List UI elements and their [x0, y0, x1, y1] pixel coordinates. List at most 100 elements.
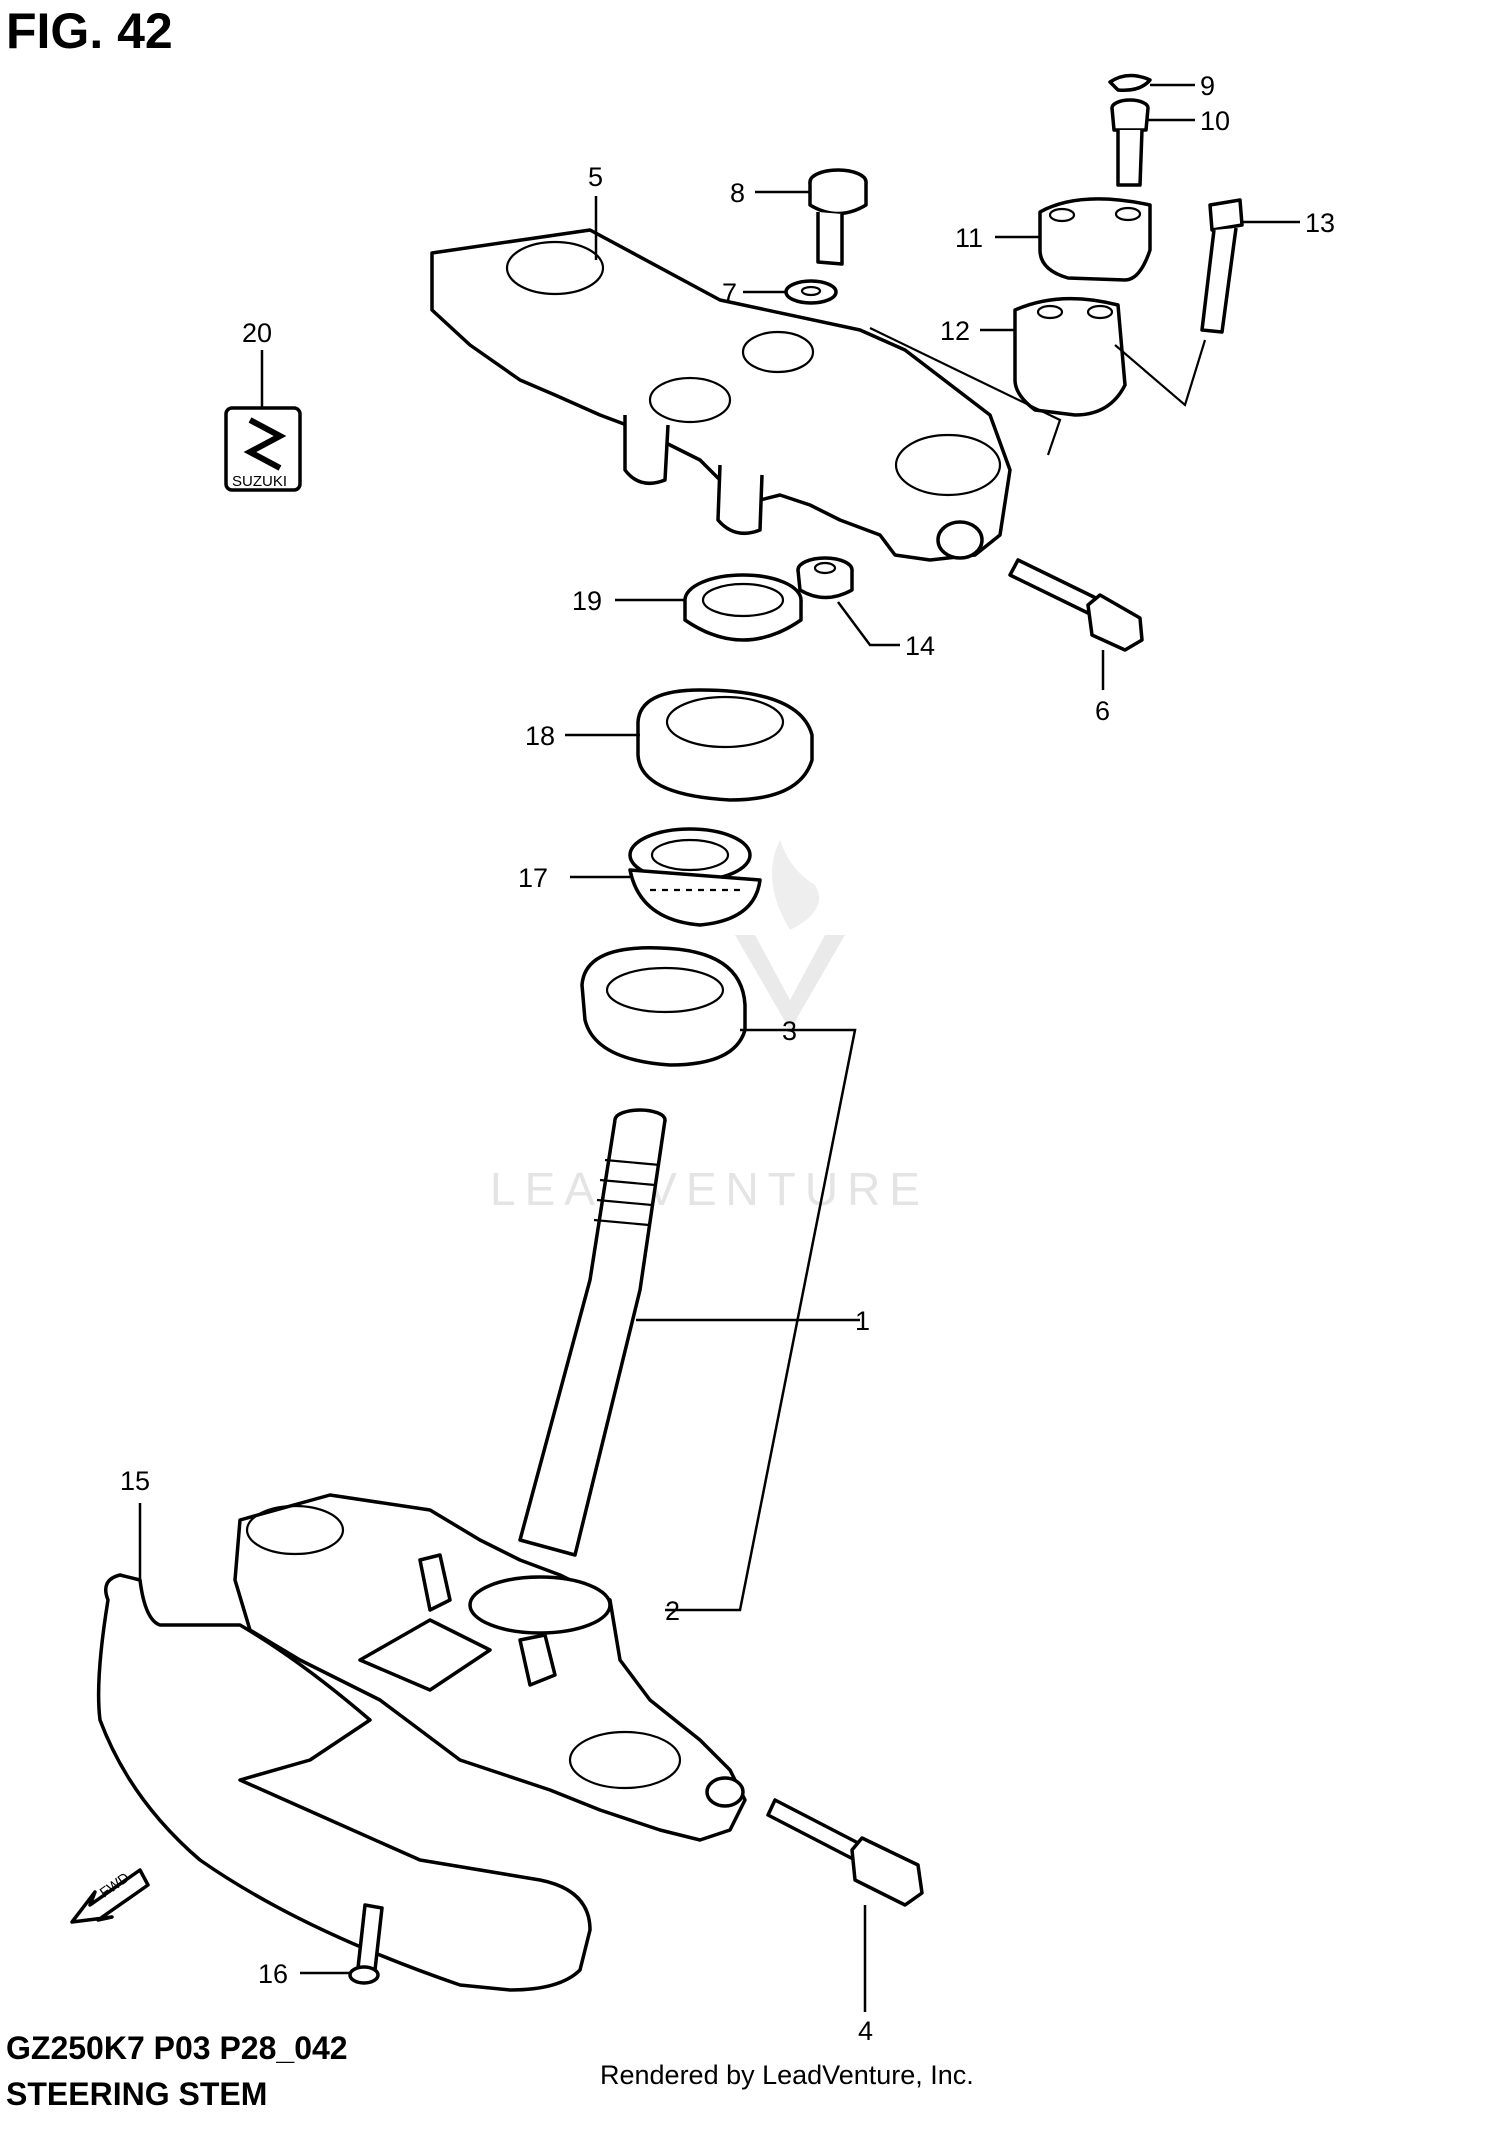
figure-title: FIG. 42 — [6, 3, 173, 59]
part-17-bearing — [628, 827, 762, 927]
callout-20: 20 — [242, 318, 272, 348]
leadventure-watermark: LEADVENTURE — [490, 840, 929, 1215]
left-fork-hole — [505, 240, 605, 296]
dust-seal-18-bore — [665, 695, 785, 749]
center-boss — [741, 330, 815, 374]
part-7-washer — [784, 279, 838, 305]
callout-7: 7 — [722, 278, 737, 308]
screw-16-head — [348, 1965, 380, 1985]
stem-hole — [648, 376, 732, 424]
part-12-lower-holder — [1013, 296, 1127, 417]
callout-6: 6 — [1095, 696, 1110, 726]
part-9-cap — [1108, 73, 1152, 93]
part-10-bolt — [1110, 98, 1150, 187]
lower-lug-right — [518, 1633, 557, 1687]
fwd-arrow-icon — [70, 1868, 150, 1924]
callout-2: 2 — [665, 1596, 680, 1626]
callout-11: 11 — [955, 223, 983, 253]
part-16-screw — [348, 1903, 384, 1985]
callout-labels: 1 2 3 4 5 6 7 8 9 10 11 12 13 14 15 16 1… — [120, 71, 1335, 2046]
model-code: GZ250K7 P03 P28_042 — [6, 2030, 348, 2066]
callout-15: 15 — [120, 1466, 150, 1496]
pinch-bolt-hole — [936, 520, 984, 560]
lower-holder-body — [1013, 296, 1127, 417]
callout-12: 12 — [940, 316, 970, 346]
lock-nut-19-side — [683, 600, 803, 642]
upper-holder-hole-left — [1048, 207, 1076, 223]
leader-14 — [836, 601, 900, 647]
dust-seal-18-body — [636, 688, 814, 802]
stem-threads — [593, 1158, 661, 1227]
assembly-line-holder — [869, 327, 1062, 456]
bolt-10-collar — [1110, 107, 1150, 132]
watermark-text: LEADVENTURE — [490, 1163, 929, 1215]
lower-pinch-bolt-hole — [705, 1776, 745, 1808]
part-20-emblem: SUZUKI — [224, 406, 302, 492]
leader-lines — [138, 83, 1300, 2012]
washer-7 — [784, 279, 838, 305]
callout-1: 1 — [855, 1306, 870, 1336]
bearing-3-body — [580, 946, 747, 1067]
part-15-cover — [96, 1573, 592, 1992]
bolt-13-head — [1208, 198, 1244, 232]
lower-right-fork-hole — [568, 1730, 682, 1790]
nut-14-hole — [813, 561, 837, 575]
lower-bracket-body — [233, 1493, 747, 1842]
part-3-bearing-race — [580, 946, 747, 1067]
upper-holder-body — [1038, 197, 1152, 282]
right-fork-hole — [894, 433, 1002, 497]
callout-4: 4 — [858, 2016, 873, 2046]
part-1-steering-stem — [518, 1108, 667, 1557]
part-18-dust-seal — [636, 688, 814, 802]
lock-nut-19-bore — [701, 582, 785, 618]
upper-lug-left — [623, 415, 670, 486]
callout-13: 13 — [1305, 208, 1335, 238]
washer-7-hole — [800, 285, 822, 297]
upper-bracket-body — [430, 228, 1012, 562]
cap-9 — [1108, 73, 1152, 93]
suzuki-s-logo-icon — [243, 417, 287, 471]
bearing-17-bore — [650, 838, 730, 872]
emblem-text: SUZUKI — [232, 473, 287, 490]
section-name: STEERING STEM — [6, 2076, 268, 2112]
callout-8: 8 — [730, 178, 745, 208]
callout-3: 3 — [782, 1016, 797, 1046]
bolt-10-shank — [1116, 129, 1144, 187]
callout-17: 17 — [518, 863, 548, 893]
upper-lug-right — [716, 464, 764, 536]
bearing-17-cage — [628, 868, 762, 927]
part-5-upper-bracket — [430, 228, 1012, 562]
part-8-bolt — [808, 168, 868, 266]
lower-holder-hole-right — [1086, 304, 1114, 320]
nut-14-side — [796, 569, 854, 600]
callout-14: 14 — [905, 631, 935, 661]
bearing-3-bore — [605, 966, 725, 1014]
lower-bracket-tab — [358, 1618, 492, 1692]
assembly-line-bolt-13 — [1114, 339, 1207, 407]
part-6-pinch-bolt — [1008, 558, 1144, 652]
bolt-6-head — [1086, 593, 1144, 652]
lower-lug-left — [418, 1553, 452, 1612]
bolt-8-shank — [816, 212, 844, 266]
bolt-13-shank — [1200, 227, 1238, 334]
callout-10: 10 — [1200, 106, 1230, 136]
forward-direction-arrow: FWD — [70, 1868, 150, 1924]
callout-9: 9 — [1200, 71, 1215, 101]
callout-5: 5 — [588, 162, 603, 192]
part-13-bolt — [1200, 198, 1244, 334]
stem-tube — [518, 1119, 667, 1557]
bolt-8-head-side — [808, 182, 868, 216]
cover-body — [96, 1573, 592, 1992]
render-credit: Rendered by LeadVenture, Inc. — [600, 2060, 974, 2090]
bolt-4-shank — [766, 1798, 864, 1862]
part-11-upper-holder — [1038, 197, 1152, 282]
part-4-pinch-bolt — [766, 1798, 924, 1907]
leader-2-3 — [665, 1028, 857, 1612]
callout-18: 18 — [525, 721, 555, 751]
watermark-logo-shape — [735, 935, 845, 1030]
callout-16: 16 — [258, 1959, 288, 1989]
callout-19: 19 — [572, 586, 602, 616]
watermark-flame-shape — [772, 840, 820, 930]
